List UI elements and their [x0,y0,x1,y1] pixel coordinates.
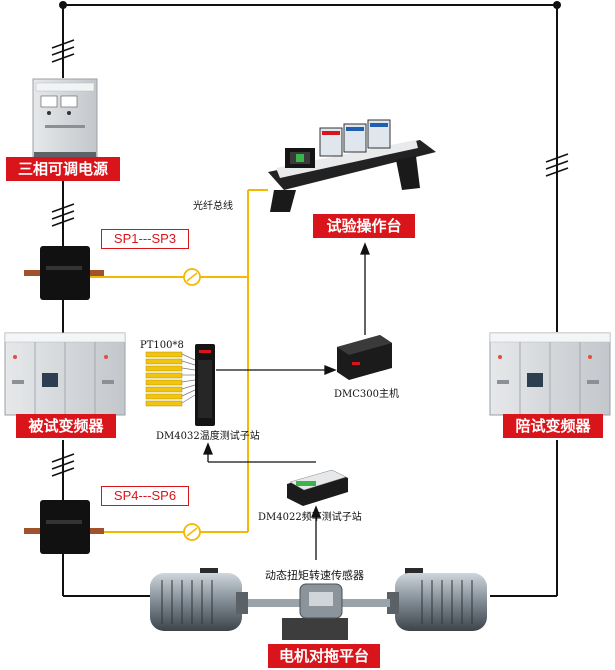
junction-dot-right [553,1,561,9]
console-label: 试验操作台 [313,214,415,238]
frequency-station-label: DM4022频率测试子站 [258,512,362,523]
torque-sensor-label: 动态扭矩转速传感器 [265,569,364,582]
sensor-box-upper [24,246,104,300]
cable-marker-1 [51,39,75,63]
fiber-bus-label: 光纤总线 [193,201,233,212]
temperature-station [195,344,215,426]
cable-marker-2 [51,203,75,227]
junction-dot-left [59,1,67,9]
cable-marker-3 [51,453,75,477]
frequency-station [287,469,348,506]
pt100-label: PT100*8 [140,340,184,351]
sensor-box-lower [24,500,104,554]
sp-lower-label: SP4---SP6 [101,486,189,506]
companion-inverter-cabinets [489,332,611,416]
test-console [268,119,436,212]
data-arrows [203,242,370,560]
power-supply-cabinet [32,78,98,158]
cable-marker-4 [545,153,569,177]
fiber-bus [90,189,268,533]
power-wiring [62,4,558,597]
fiber-connector-upper-icon [183,268,201,286]
platform-label: 电机对拖平台 [268,644,380,668]
dmc300-host [337,335,392,380]
host-label: DMC300主机 [334,389,399,400]
motor-platform [150,568,487,640]
temperature-station-label: DM4032温度测试子站 [156,431,260,442]
dut-inverter-cabinets [4,332,126,416]
power-supply-label: 三相可调电源 [6,157,120,181]
companion-inverter-label: 陪试变频器 [503,414,603,438]
dut-inverter-label: 被试变频器 [16,414,116,438]
sp-upper-label: SP1---SP3 [101,229,189,249]
fiber-connector-lower-icon [183,523,201,541]
pt100-probes [145,351,196,407]
